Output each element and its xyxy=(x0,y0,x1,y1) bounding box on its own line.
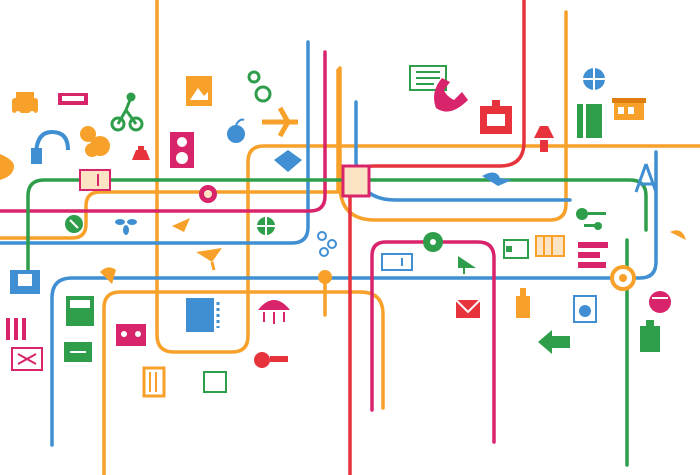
blue-line-c xyxy=(354,100,572,202)
magenta-line-b xyxy=(370,240,496,444)
headset-icon xyxy=(31,129,70,164)
magenta-line-a xyxy=(0,50,327,213)
medical-cabinet-icon xyxy=(480,100,512,134)
eiffel-tower-icon xyxy=(634,163,658,193)
phone-icon xyxy=(503,239,529,259)
washing-machine-icon xyxy=(423,232,443,252)
flag-icon xyxy=(577,104,602,138)
projector-board-icon xyxy=(186,298,220,332)
fire-icon xyxy=(199,185,217,203)
ring-station-core xyxy=(619,274,627,282)
sun-cloud-icon xyxy=(80,126,110,157)
toaster-icon xyxy=(10,270,40,294)
apple-icon xyxy=(227,118,245,143)
bowl-icon xyxy=(100,267,116,284)
radio-icon xyxy=(11,347,43,371)
orange-line-a xyxy=(155,0,700,354)
green-line-a xyxy=(26,178,648,287)
envelope-icon xyxy=(455,299,481,318)
battery-upright-icon xyxy=(640,320,660,352)
blue-line-b xyxy=(50,150,658,447)
bridge-icon xyxy=(64,342,92,362)
diamond-icon xyxy=(172,218,190,232)
blue-line-a xyxy=(0,40,310,245)
stations xyxy=(318,164,636,291)
hand-icon xyxy=(649,291,671,313)
airplane-icon xyxy=(262,106,298,138)
dna-icon xyxy=(317,231,337,257)
tv-icon xyxy=(79,169,111,191)
cutlery-icon xyxy=(576,208,606,230)
umbrella-icon xyxy=(670,230,686,240)
globe-icon xyxy=(583,68,605,90)
storefront-icon xyxy=(612,98,646,120)
speaker-icon xyxy=(170,132,194,168)
bulb-icon xyxy=(0,154,14,180)
icons xyxy=(0,65,686,398)
orange-line-b xyxy=(0,68,340,240)
orange-line-d xyxy=(338,10,568,222)
skyscraper-icon xyxy=(274,150,302,172)
piano-icon xyxy=(458,256,476,274)
telephone-icon xyxy=(434,78,468,112)
document-icon xyxy=(409,65,447,91)
faucet-icon xyxy=(254,352,288,368)
cellphone-icon xyxy=(381,253,413,271)
bus-icon xyxy=(58,93,88,105)
lighthouse-icon xyxy=(132,146,150,160)
arrow-left-icon xyxy=(538,330,570,354)
film-icon xyxy=(535,235,565,257)
cyclist-icon xyxy=(110,92,144,132)
bottle-icon xyxy=(516,288,530,318)
framed-picture-icon xyxy=(186,76,212,106)
mixer-icon xyxy=(6,318,26,340)
soccer-ball-icon xyxy=(257,217,275,235)
central-station xyxy=(341,164,371,198)
washer-icon xyxy=(573,295,597,323)
bird-icon xyxy=(482,172,512,186)
orange-line-c xyxy=(102,290,385,475)
battery-icon xyxy=(66,296,94,326)
gear-icon xyxy=(247,70,272,103)
compass-icon xyxy=(65,215,83,233)
lamp-icon xyxy=(534,126,554,152)
bar-chart-icon xyxy=(578,242,608,268)
jelly-fish-icon xyxy=(258,300,290,324)
fan-icon xyxy=(115,219,137,235)
robot-icon xyxy=(116,324,146,346)
wine-glass-icon xyxy=(196,248,222,271)
car-icon xyxy=(12,92,38,117)
alarm-clock-icon xyxy=(203,371,227,393)
orange-station xyxy=(318,270,332,284)
accordion-icon xyxy=(142,366,166,398)
